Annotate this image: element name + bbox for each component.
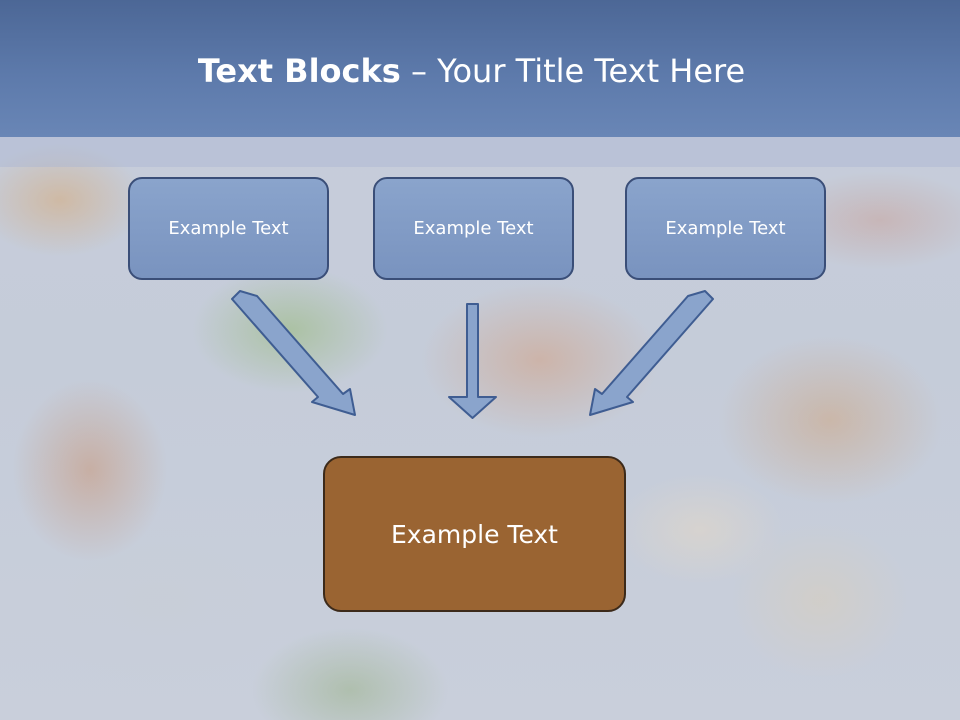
text-block-1-label: Example Text <box>168 218 289 239</box>
arrow-left <box>231 290 356 416</box>
text-block-2[interactable]: Example Text <box>373 177 574 280</box>
slide-title-bold: Text Blocks <box>197 52 401 90</box>
text-block-1[interactable]: Example Text <box>128 177 329 280</box>
arrow-right <box>589 290 714 416</box>
slide-title: Text Blocks – Your Title Text Here <box>0 52 943 90</box>
text-block-3-label: Example Text <box>665 218 786 239</box>
arrow-center <box>448 303 497 419</box>
text-block-3[interactable]: Example Text <box>625 177 826 280</box>
title-bar <box>0 0 960 137</box>
slide-title-rest: – Your Title Text Here <box>400 52 746 90</box>
main-text-block[interactable]: Example Text <box>323 456 626 612</box>
text-block-2-label: Example Text <box>413 218 534 239</box>
main-text-block-label: Example Text <box>391 519 558 549</box>
title-bar-band <box>0 137 960 167</box>
